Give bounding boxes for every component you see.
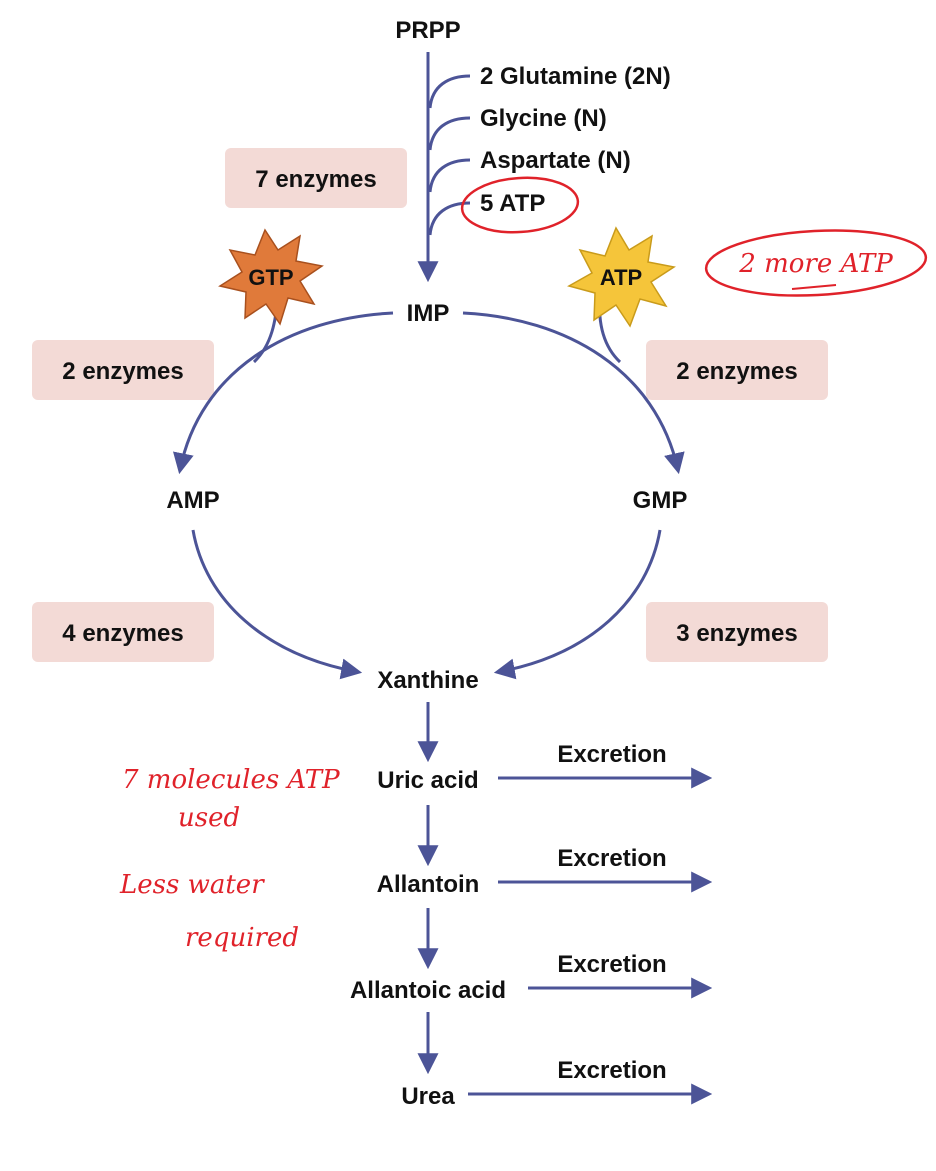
handwritten-underline [791,284,837,290]
node-allantoic-acid: Allantoic acid [350,977,506,1004]
enzyme-label: 2 enzymes [676,358,797,385]
node-uric-acid: Uric acid [377,767,478,794]
branch-aspartate [428,158,471,193]
gtp-label: GTP [248,265,293,290]
excretion-label: Excretion [557,845,666,872]
branch-glycine [428,116,471,151]
input-glycine: Glycine (N) [480,105,607,132]
enzyme-label: 2 enzymes [62,358,183,385]
arrow-gmp-xanthine [493,529,662,680]
node-xanthine: Xanthine [377,667,478,694]
input-aspartate: Aspartate (N) [480,147,631,174]
handwritten-required: required [185,923,299,953]
branch-atp [428,201,471,236]
enzyme-box-imp-amp: 2 enzymes [32,340,214,400]
branch-glutamine [428,74,471,109]
input-glutamine: 2 Glutamine (2N) [480,63,671,90]
excretion-label: Excretion [557,741,666,768]
arrow-amp-xanthine [191,529,363,680]
enzyme-label: 4 enzymes [62,620,183,647]
handwritten-less-water: Less water [119,870,265,900]
node-allantoin: Allantoin [377,871,480,898]
excretion-label: Excretion [557,951,666,978]
gtp-burst-icon: GTP [218,228,324,326]
node-imp: IMP [407,300,450,327]
enzyme-label: 3 enzymes [676,620,797,647]
enzyme-label: 7 enzymes [255,166,376,193]
enzyme-box-imp-gmp: 2 enzymes [646,340,828,400]
handwritten-2-more-atp: 2 more ATP [738,249,893,279]
enzyme-box-prpp-imp: 7 enzymes [225,148,407,208]
node-gmp: GMP [633,487,688,514]
handwritten-used: used [178,803,240,833]
excretion-label: Excretion [557,1057,666,1084]
atp-label: ATP [600,265,642,290]
input-atp: 5 ATP [480,190,545,217]
enzyme-box-amp-xanthine: 4 enzymes [32,602,214,662]
handwritten-7-molecules-atp: 7 molecules ATP [122,765,340,795]
arrow-imp-amp [173,311,394,475]
node-amp: AMP [166,487,219,514]
enzyme-box-gmp-xanthine: 3 enzymes [646,602,828,662]
handwritten-circle-5atp [460,176,580,234]
handwritten-circle-2more [704,229,928,297]
arrow-imp-gmp [462,311,685,475]
node-prpp: PRPP [395,17,460,44]
node-urea: Urea [401,1083,455,1110]
atp-burst-icon: ATP [567,226,676,328]
